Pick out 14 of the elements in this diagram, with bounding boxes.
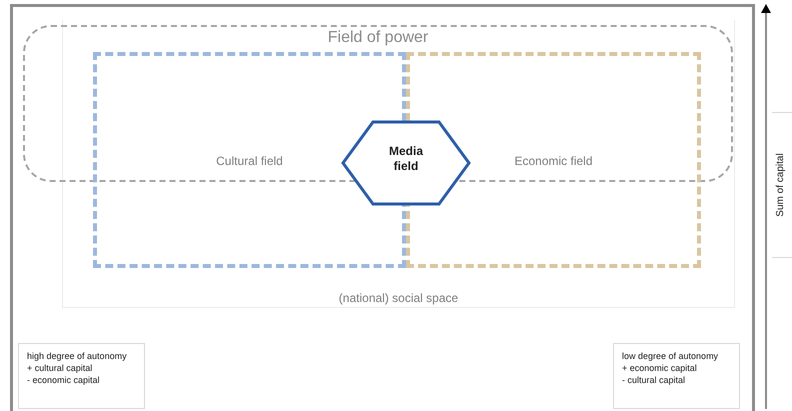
hexagon-node <box>341 120 471 206</box>
note-text: low degree of autonomy <box>622 350 720 362</box>
note-text: + cultural capital <box>27 362 94 374</box>
note-text: + economic capital <box>622 362 698 374</box>
note-text: - cultural capital <box>622 374 686 386</box>
note-text: high degree of autonomy <box>27 350 128 362</box>
area-label: (national) social space <box>338 291 460 305</box>
note-text: - economic capital <box>27 374 101 386</box>
field-label: Field of power <box>326 28 430 47</box>
node-label: Media field <box>388 144 424 174</box>
note-box <box>613 343 740 409</box>
axis-label: Sum of capital <box>775 153 786 217</box>
axis-label-box <box>772 112 792 258</box>
note-box <box>18 343 145 409</box>
